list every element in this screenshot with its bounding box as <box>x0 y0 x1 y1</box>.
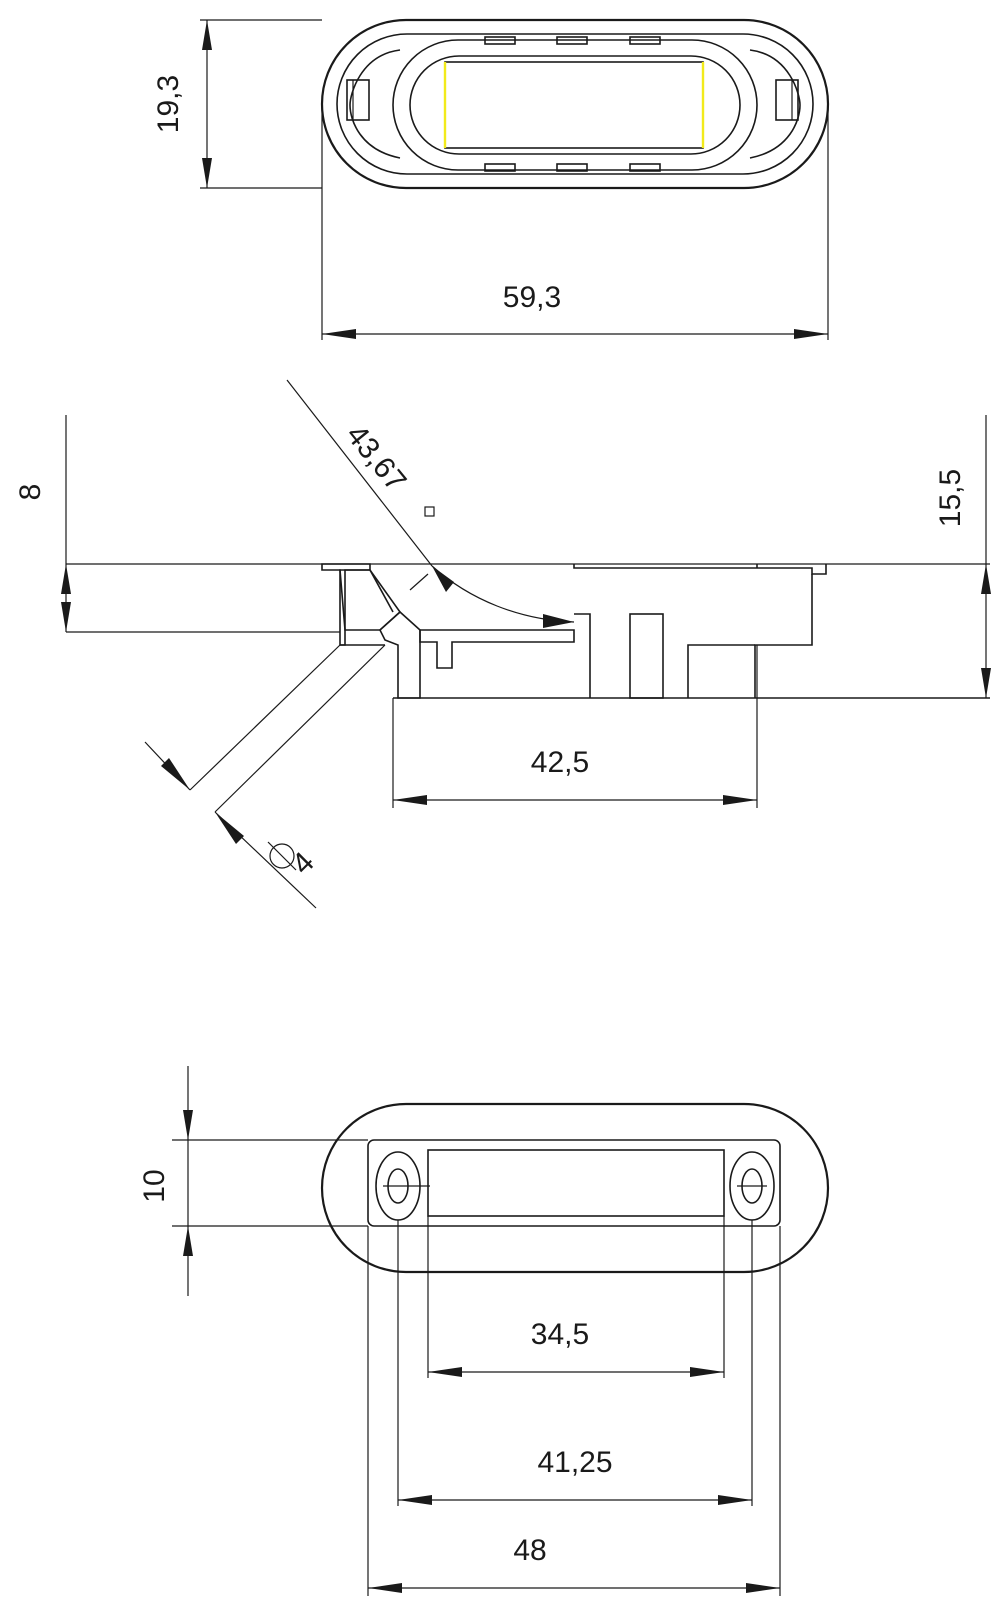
section-base <box>419 629 575 669</box>
inner-width-dimension-label: 34,5 <box>531 1318 589 1351</box>
strip-recess <box>427 1149 725 1217</box>
height-dimension-label: 19,3 <box>152 75 185 133</box>
hole-extension-line <box>214 644 386 813</box>
diameter-symbol <box>269 843 295 869</box>
angle-arc <box>431 565 575 623</box>
hole-spacing-dimension-label: 41,25 <box>537 1446 612 1479</box>
left-clip-arc <box>349 49 401 159</box>
depth-dimension-label: 8 <box>14 484 47 501</box>
hole-diameter-label: 4 <box>286 846 321 881</box>
bottom-view: 10 34,5 41,25 48 <box>138 1066 830 1596</box>
bottom-height-dimension-label: 10 <box>138 1169 171 1202</box>
right-clip-tab <box>775 79 799 121</box>
tab <box>556 36 588 45</box>
top-plate <box>573 564 827 575</box>
right-clip-arc <box>749 49 801 159</box>
tab <box>484 36 516 45</box>
tab <box>556 163 588 172</box>
hole-extension-line <box>189 644 341 791</box>
angle-reference-line <box>286 379 433 567</box>
outer-housing-outline <box>320 1102 830 1274</box>
lens-frame-outline <box>392 39 758 171</box>
tab <box>629 163 661 172</box>
top-view: 19,3 59,3 <box>152 18 830 340</box>
housing-right-profile <box>754 574 813 698</box>
side-view: 43,67 4 8 15,5 42,5 <box>14 379 991 909</box>
degree-symbol <box>424 506 435 517</box>
led-strip <box>444 61 704 149</box>
width-dimension-label: 59,3 <box>503 281 561 314</box>
section-wall <box>379 610 421 699</box>
left-clip-tab <box>346 79 370 121</box>
tab <box>484 163 516 172</box>
total-height-dimension-label: 15,5 <box>934 469 967 527</box>
housing-wall <box>574 613 591 698</box>
angle-value: 43,67 <box>340 419 413 498</box>
inner-housing-outline <box>336 33 814 175</box>
tab <box>629 36 661 45</box>
outer-housing-outline <box>320 18 830 190</box>
lens-inner-outline <box>409 55 741 155</box>
angle-label: 43,67 <box>340 419 413 498</box>
outer-width-dimension-label: 48 <box>513 1534 546 1567</box>
length-dimension-label: 42,5 <box>531 746 589 779</box>
section-flange <box>321 563 371 646</box>
base-plate-outline <box>367 1139 781 1227</box>
housing-rib <box>629 613 664 699</box>
